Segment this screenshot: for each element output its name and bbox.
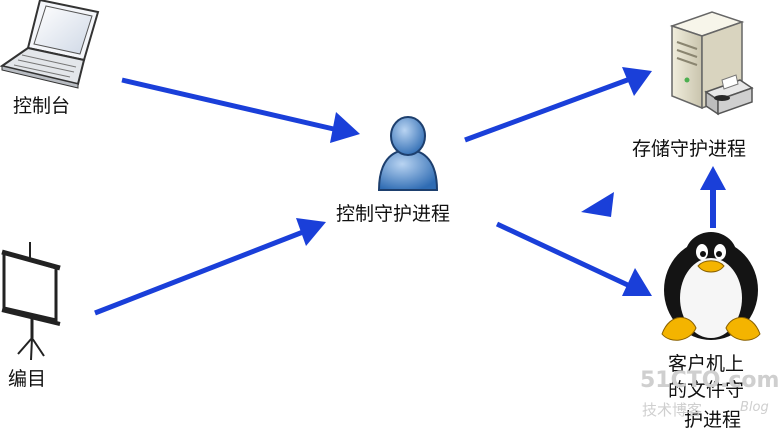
client-file-daemon-label-line2: 的文件守 — [668, 379, 745, 401]
watermark-main: 51CTO.com — [640, 368, 778, 393]
linux-penguin-icon — [661, 232, 761, 341]
arrow-client-to-storage — [700, 166, 726, 228]
storage-daemon-label: 存储守护进程 — [632, 138, 747, 160]
user-icon — [377, 116, 439, 191]
arrow-catalog-to-control — [94, 218, 326, 316]
server-printer-icon — [669, 11, 754, 116]
console-label: 控制台 — [13, 95, 71, 117]
control-daemon-label: 控制守护进程 — [336, 203, 451, 225]
laptop-icon — [0, 0, 100, 89]
arrow-head-fragment — [581, 192, 614, 217]
arrow-control-to-storage — [464, 67, 652, 143]
client-file-daemon-label-line3: 护进程 — [684, 409, 742, 431]
arrow-console-to-control — [121, 77, 360, 143]
catalog-label: 编目 — [8, 368, 47, 390]
watermark-sub: 技术博客 — [642, 401, 703, 419]
arrow-control-to-client — [495, 221, 652, 296]
client-file-daemon-label-line1: 客户机上 — [668, 353, 745, 375]
projector-screen-icon — [1, 242, 61, 361]
watermark-tag: Blog — [740, 400, 769, 415]
